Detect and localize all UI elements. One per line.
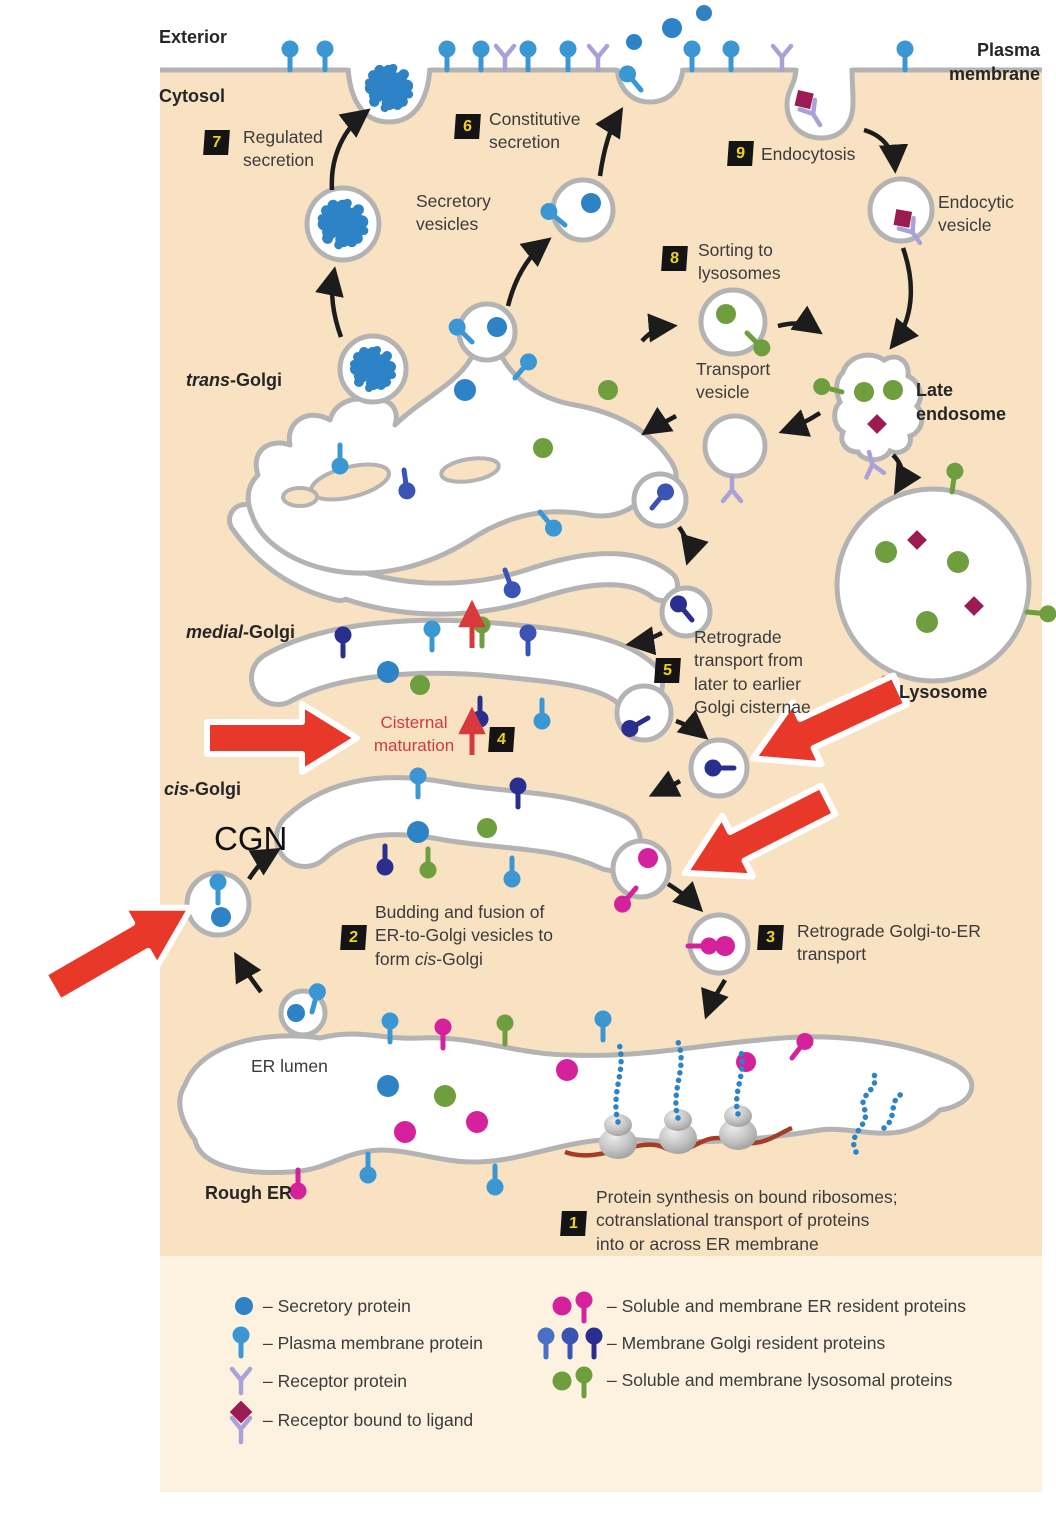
- step-6-label: Constitutive secretion: [489, 109, 581, 153]
- cgn-annotation: CGN: [214, 820, 288, 857]
- regulated-secretory-vesicle: [304, 185, 382, 263]
- legend-receptor-bound-ligand: – Receptor bound to ligand: [263, 1410, 474, 1430]
- step-3-label: Retrograde Golgi-to-ER transport: [797, 921, 981, 965]
- endocytic-vesicle-label: Endocytic vesicle: [938, 192, 1014, 236]
- step-9-label: Endocytosis: [761, 144, 856, 164]
- receptor-icon: [589, 46, 607, 70]
- cis-golgi-bud: [610, 838, 672, 900]
- plasma-membrane-proteins: [282, 41, 914, 71]
- retrograde-vesicle-1: [659, 585, 713, 639]
- step-8-badge: 8: [661, 246, 688, 271]
- pathway-arrows: [234, 107, 922, 1020]
- step-5-label: Retrograde transport from later to earli…: [694, 627, 811, 718]
- returning-vesicle: [702, 413, 768, 501]
- legend-icons: [230, 1292, 603, 1443]
- legend-lysosomal-proteins: – Soluble and membrane lysosomal protein…: [607, 1370, 953, 1390]
- er-lumen-label: ER lumen: [251, 1056, 328, 1076]
- legend-plasma-membrane-protein: – Plasma membrane protein: [263, 1333, 483, 1353]
- retrograde-vesicle-2: [688, 737, 750, 799]
- step-1-label: Protein synthesis on bound ribosomes; co…: [596, 1187, 898, 1254]
- trans-golgi: [227, 301, 689, 617]
- late-endosome-label: Late endosome: [916, 380, 1007, 425]
- secreted-proteins-exterior: [626, 5, 712, 50]
- lysosome-label: Lysosome: [899, 682, 988, 702]
- constitutive-secretory-vesicle: [537, 177, 616, 243]
- cisternal-maturation-label: Cisternal maturation: [373, 713, 455, 755]
- golgi-to-er-vesicle: [688, 912, 751, 976]
- lysosomal-soluble-protein-icon: [552, 1371, 572, 1391]
- cis-golgi: [274, 768, 672, 917]
- step-6-badge: 6: [454, 114, 481, 139]
- plasma-membrane-label: Plasma membrane: [948, 40, 1040, 85]
- exterior-label: Exterior: [159, 27, 228, 47]
- transport-vesicle-label: Transport vesicle: [696, 359, 771, 403]
- endocytic-vesicle: [867, 176, 935, 249]
- secreted-aggregate: [364, 63, 414, 113]
- trans-golgi-label: trans-Golgi: [186, 370, 283, 390]
- rough-er: [177, 981, 975, 1199]
- step-7-badge: 7: [203, 130, 230, 155]
- legend-golgi-resident-proteins: – Membrane Golgi resident proteins: [607, 1333, 886, 1353]
- cis-golgi-label: cis-Golgi: [164, 779, 242, 799]
- aggregate-in-vesicle: [350, 346, 396, 392]
- er-soluble-protein-icon: [552, 1296, 572, 1316]
- legend-secretory-protein: – Secretory protein: [263, 1296, 411, 1316]
- free-polypeptide: [851, 1071, 878, 1155]
- rough-er-label: Rough ER: [205, 1183, 292, 1203]
- step-1-badge: 1: [560, 1211, 587, 1236]
- late-endosome: [811, 352, 925, 477]
- step-9-badge: 9: [727, 141, 754, 166]
- step-8-label: Sorting to lysosomes: [698, 240, 781, 284]
- step-5-badge: 5: [654, 658, 681, 683]
- budding-constitutive-vesicle: [456, 301, 518, 363]
- step-2-badge: 2: [340, 925, 367, 950]
- step-3-badge: 3: [757, 925, 784, 950]
- er-to-golgi-vesicle: [184, 870, 252, 938]
- cytosol-label: Cytosol: [159, 86, 226, 106]
- secretory-protein-icon: [235, 1297, 253, 1315]
- endocytosis-pit: [784, 67, 856, 141]
- legend-receptor-protein: – Receptor protein: [263, 1371, 407, 1391]
- receptor-icon: [496, 46, 514, 70]
- medial-golgi: [249, 617, 674, 741]
- legend-er-resident-proteins: – Soluble and membrane ER resident prote…: [607, 1296, 966, 1316]
- step-4-badge: 4: [488, 727, 515, 752]
- nascent-chains: [613, 1037, 905, 1155]
- receptor-icon: [773, 46, 791, 70]
- step-7-label: Regulated secretion: [243, 127, 323, 171]
- legend-background: [160, 1256, 1042, 1492]
- medial-golgi-label: medial-Golgi: [186, 622, 296, 642]
- secretory-vesicles-label: Secretory vesicles: [416, 191, 491, 235]
- transport-vesicle: [698, 287, 774, 360]
- lysosome: [834, 462, 1056, 707]
